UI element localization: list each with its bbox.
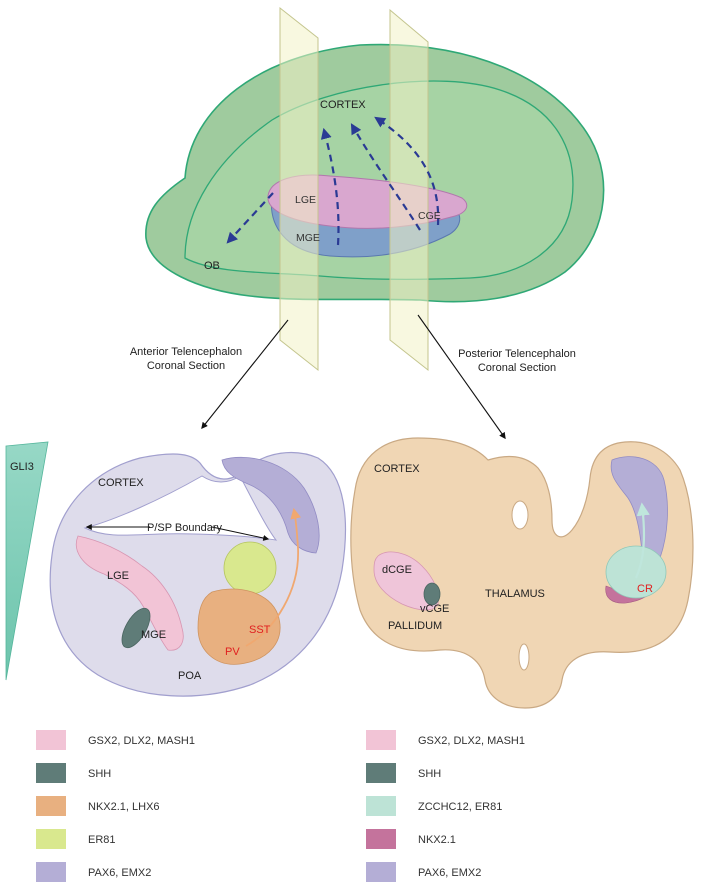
posterior-plane: [389, 8, 429, 372]
anterior-caption-line-2: Coronal Section: [147, 360, 225, 372]
boundary-arrow-right: [211, 526, 270, 541]
pax6-emx2-region: [221, 456, 320, 554]
posterior-coronal-section: CORTEX dCGE vCGE PALLIDUM THALAMUS CR: [350, 437, 694, 709]
posterior-section-arrow: [417, 314, 506, 440]
legend-label: NKX2.1: [418, 834, 456, 846]
legend-swatch: [366, 862, 396, 882]
anterior-label-boundary: P/SP Boundary: [147, 522, 223, 534]
posterior-section-outline: [350, 437, 694, 709]
anterior-coronal-section: GLI3 CORTEX P/SP Boundary LGE MGE POA PV…: [5, 441, 347, 697]
ventricle-hole-bottom: [518, 643, 530, 671]
legend-swatch: [366, 796, 396, 816]
top-label-ob: OB: [204, 260, 220, 272]
posterior-label-cr: CR: [637, 583, 653, 595]
gli3-gradient: [5, 441, 49, 681]
migration-arrows: [226, 116, 440, 246]
gli3-label: GLI3: [10, 461, 34, 473]
dcge-region: [373, 551, 439, 611]
migration-arrow-2: [350, 123, 421, 231]
legend-label: SHH: [88, 768, 111, 780]
anterior-section-arrow: [201, 319, 289, 430]
cr-migration-arrow: [634, 502, 650, 579]
legend-swatch: [36, 730, 66, 750]
anterior-label-pv: PV: [225, 646, 240, 658]
legend-swatch: [366, 730, 396, 750]
legend-swatch: [36, 829, 66, 849]
migration-arrow-1: [320, 127, 340, 246]
anterior-plane: [279, 6, 319, 372]
anterior-label-mge: MGE: [141, 629, 166, 641]
posterior-label-cortex: CORTEX: [374, 463, 420, 475]
lge-region-anterior: [76, 535, 184, 651]
legend-label: GSX2, DLX2, MASH1: [418, 735, 525, 747]
anterior-caption-line-1: Anterior Telencephalon: [130, 346, 242, 358]
legend-swatch: [36, 763, 66, 783]
posterior-caption-line-1: Posterior Telencephalon: [458, 348, 576, 360]
zcchc12-er81-region: [605, 545, 667, 599]
lateral-brain-view: CORTEX LGE MGE CGE OB: [145, 6, 605, 372]
anterior-label-lge: LGE: [107, 570, 129, 582]
legend-label: PAX6, EMX2: [418, 867, 481, 879]
top-label-mge: MGE: [296, 232, 320, 244]
top-label-cortex: CORTEX: [320, 99, 366, 111]
top-label-cge: CGE: [418, 210, 441, 222]
posterior-label-thalamus: THALAMUS: [485, 588, 545, 600]
legend-swatch: [36, 862, 66, 882]
legend-swatch: [36, 796, 66, 816]
anterior-label-poa: POA: [178, 670, 202, 682]
shh-region-anterior: [121, 607, 151, 649]
legend-label: SHH: [418, 768, 441, 780]
sst-migration-arrow: [245, 507, 301, 647]
legend-label: ZCCHC12, ER81: [418, 801, 502, 813]
legend-swatch: [366, 829, 396, 849]
anterior-label-cortex: CORTEX: [98, 477, 144, 489]
posterior-caption-line-2: Coronal Section: [478, 362, 556, 374]
migration-arrow-3: [374, 116, 440, 226]
top-label-lge: LGE: [295, 194, 316, 206]
shh-region-posterior: [423, 582, 441, 606]
nkx21-lhx6-region: [197, 588, 281, 665]
legend-label: PAX6, EMX2: [88, 867, 151, 879]
ventricle: [83, 475, 278, 541]
posterior-label-dcge: dCGE: [382, 564, 412, 576]
ventricle-hole-top: [511, 500, 529, 530]
legend-swatch: [366, 763, 396, 783]
legend-label: ER81: [88, 834, 116, 846]
anterior-label-sst: SST: [249, 624, 271, 636]
legend-label: GSX2, DLX2, MASH1: [88, 735, 195, 747]
er81-region: [223, 541, 277, 595]
legend-label: NKX2.1, LHX6: [88, 801, 160, 813]
posterior-label-pallidum: PALLIDUM: [388, 620, 442, 632]
posterior-label-vcge: vCGE: [420, 603, 449, 615]
